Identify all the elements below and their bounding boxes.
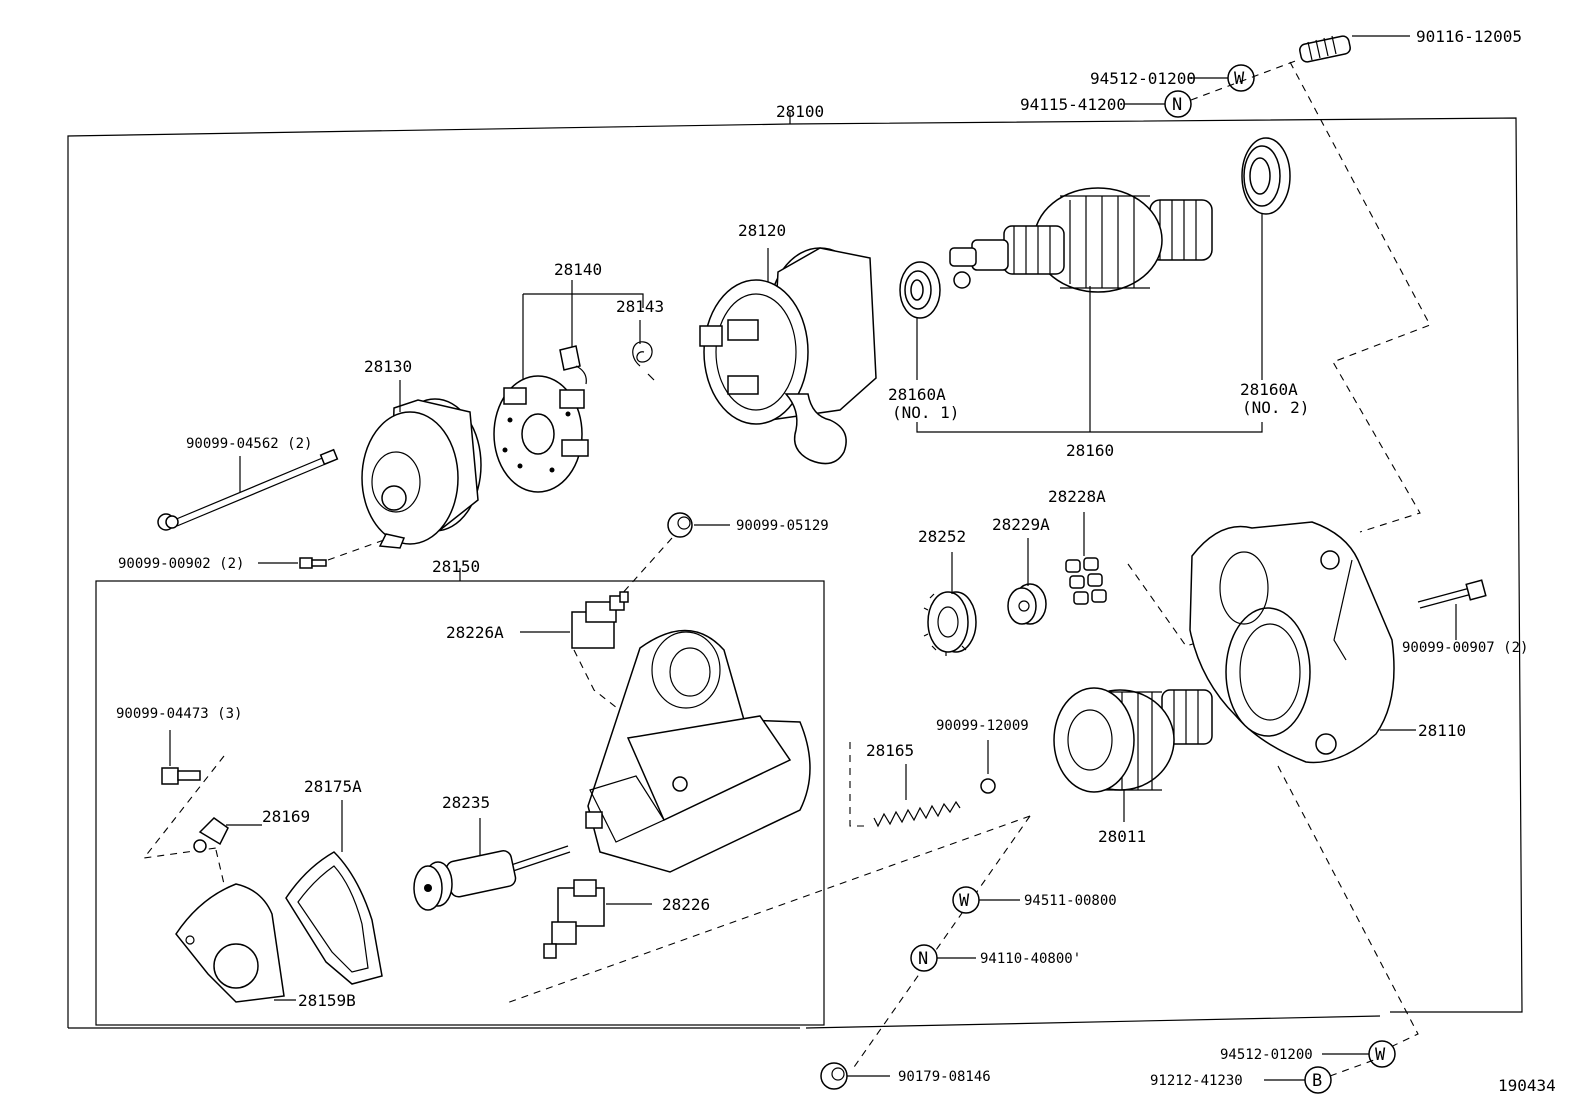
label-94110-40800: 94110-40800': [980, 951, 1081, 967]
label-28160a-no2: 28160A: [1240, 380, 1298, 399]
drive-housing-icon: [1189, 521, 1395, 764]
armature-icon: [949, 187, 1213, 293]
marker-w-text: W: [1375, 1045, 1386, 1065]
label-94511-00800: 94511-00800: [1024, 893, 1117, 909]
brush-holder-icon: [493, 375, 589, 493]
screw-00902-icon: [299, 557, 327, 569]
gear-28252-icon: [923, 591, 977, 656]
brush-icon: [559, 345, 587, 385]
terminal-28226-icon: [543, 879, 605, 959]
marker-w-mid: W: [952, 886, 980, 914]
label-90099-00902: 90099-00902 (2): [118, 556, 244, 572]
marker-w-text: W: [1234, 69, 1245, 89]
yoke-icon: [699, 247, 877, 465]
housing-icon: [585, 629, 811, 873]
label-28159b: 28159B: [298, 991, 356, 1010]
bearing-no1-icon: [899, 261, 941, 319]
label-28150: 28150: [432, 557, 480, 576]
label-28160a-no2-sub: (NO. 2): [1242, 398, 1309, 417]
label-28160: 28160: [1066, 441, 1114, 460]
label-28160a-no1-sub: (NO. 1): [892, 403, 959, 422]
bolt-04473-icon: [161, 767, 201, 785]
label-94512-01200-bottom: 94512-01200: [1220, 1047, 1313, 1063]
marker-b-text: B: [1312, 1071, 1322, 1091]
end-frame-icon: [361, 398, 482, 549]
spring-28143-icon: [632, 341, 655, 381]
gasket-28175a-icon: [285, 851, 383, 985]
marker-w-text: W: [959, 891, 970, 911]
label-90099-05129: 90099-05129: [736, 518, 829, 534]
label-94512-01200-top: 94512-01200: [1090, 69, 1196, 88]
group-28100-bottom-2: [805, 1015, 1381, 1029]
label-28110: 28110: [1418, 721, 1466, 740]
label-28165: 28165: [866, 741, 914, 760]
label-28100: 28100: [776, 102, 824, 121]
label-90099-04473: 90099-04473 (3): [116, 706, 242, 722]
label-28143: 28143: [616, 297, 664, 316]
nut-08146-icon: [820, 1062, 848, 1090]
plug-05129-icon: [667, 512, 693, 538]
label-28235: 28235: [442, 793, 490, 812]
label-90099-04562: 90099-04562 (2): [186, 436, 312, 452]
label-28252: 28252: [918, 527, 966, 546]
marker-b-bottom: B: [1304, 1066, 1332, 1094]
cover-28159b-icon: [175, 883, 285, 1003]
clip-28169-icon: [193, 817, 229, 853]
marker-n-text: N: [1172, 95, 1182, 115]
label-90099-00907: 90099-00907 (2): [1402, 640, 1528, 656]
label-28169: 28169: [262, 807, 310, 826]
label-28130: 28130: [364, 357, 412, 376]
label-28011: 28011: [1098, 827, 1146, 846]
bolt-00907-icon: [1417, 579, 1487, 609]
plunger-icon: [413, 845, 571, 911]
label-28226a: 28226A: [446, 623, 504, 642]
marker-n-top: N: [1164, 90, 1192, 118]
label-91212-41230: 91212-41230: [1150, 1073, 1243, 1089]
marker-n-text: N: [918, 949, 928, 969]
marker-w-bottom: W: [1368, 1040, 1396, 1068]
label-28226: 28226: [662, 895, 710, 914]
marker-n-mid: N: [910, 944, 938, 972]
label-28120: 28120: [738, 221, 786, 240]
retainer-28229a-icon: [1007, 583, 1047, 625]
bearing-no2-icon: [1241, 137, 1291, 215]
label-28160a-no1: 28160A: [888, 385, 946, 404]
group-28100-frame: [67, 117, 1523, 1028]
rollers-28228a-icon: [1065, 557, 1107, 605]
label-28175a: 28175A: [304, 777, 362, 796]
label-94115-41200: 94115-41200: [1020, 95, 1126, 114]
spring-28165-icon: [873, 800, 961, 828]
label-90116-12005: 90116-12005: [1416, 27, 1522, 46]
stud-bolt-icon: [1299, 35, 1351, 63]
label-90099-12009: 90099-12009: [936, 718, 1029, 734]
terminal-28226a-icon: [571, 591, 629, 649]
label-190434: 190434: [1498, 1076, 1556, 1095]
label-28228a: 28228A: [1048, 487, 1106, 506]
label-28140: 28140: [554, 260, 602, 279]
label-90179-08146: 90179-08146: [898, 1069, 991, 1085]
through-bolt-icon: [157, 448, 339, 531]
ball-12009-icon: [980, 778, 996, 794]
label-28229a: 28229A: [992, 515, 1050, 534]
clutch-28011-icon: [1053, 687, 1213, 793]
marker-w-top: W: [1227, 64, 1255, 92]
